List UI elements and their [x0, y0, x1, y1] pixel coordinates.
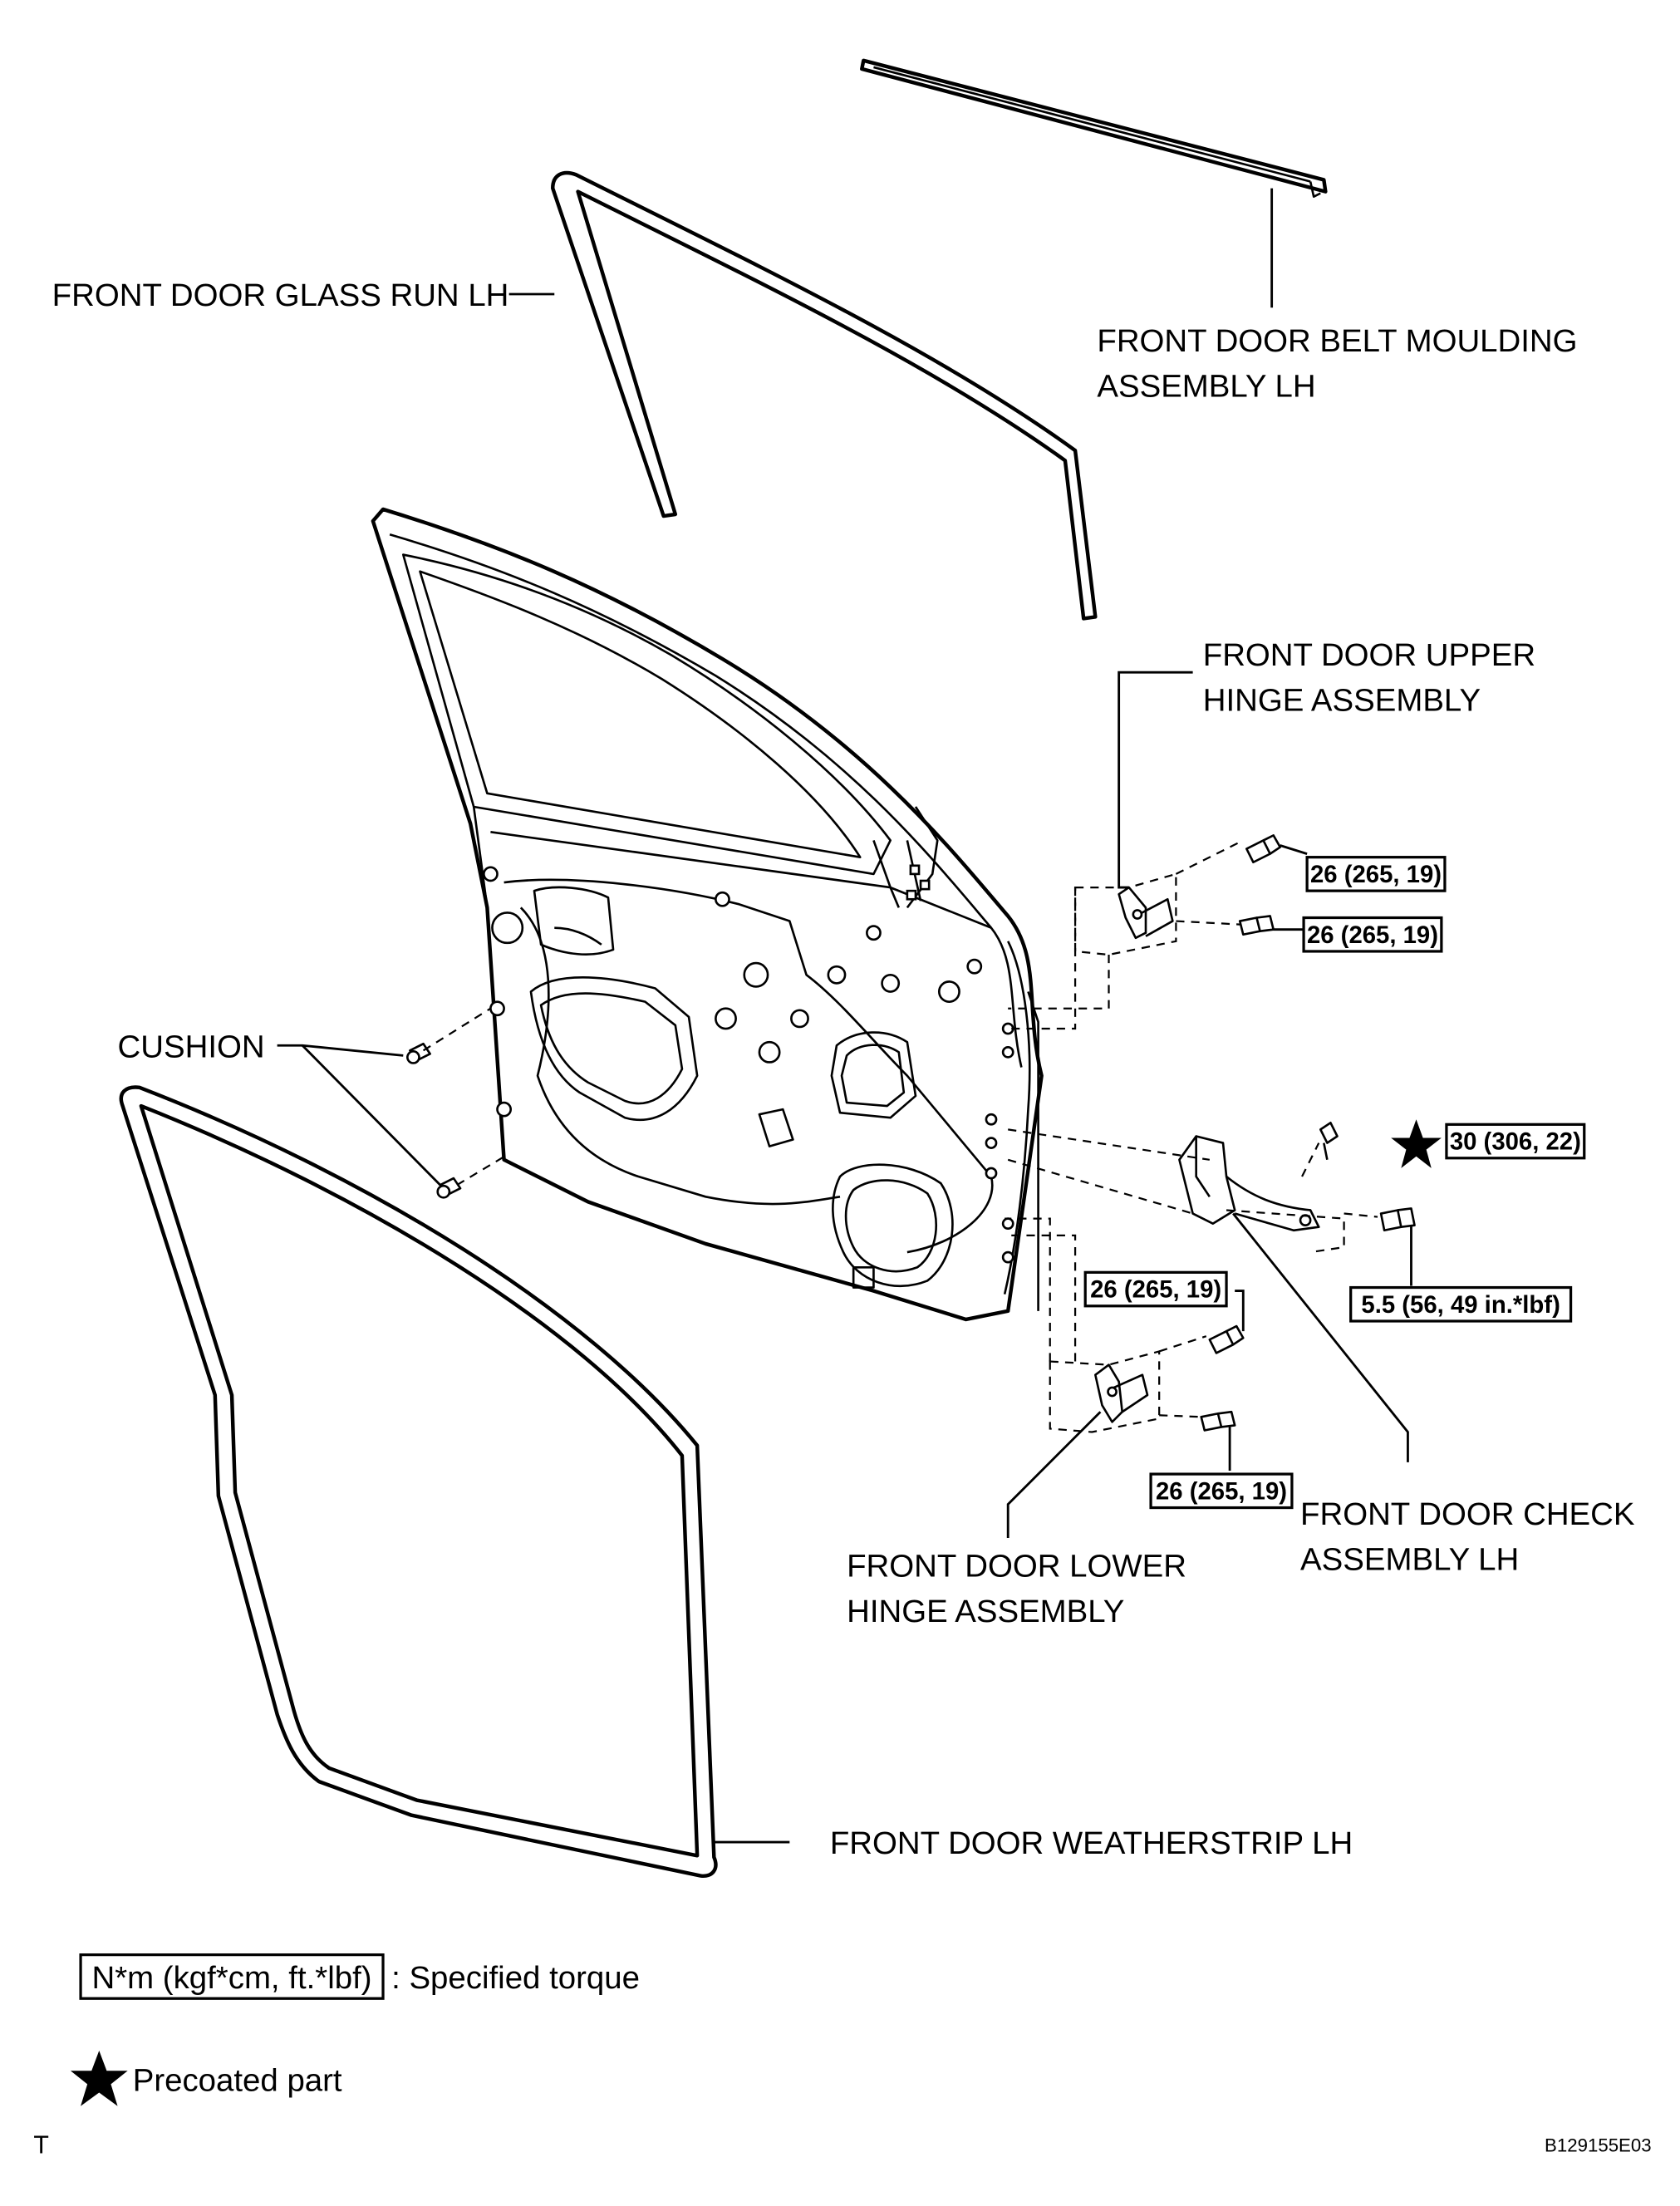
torque-spec-upper-hinge-top: 26 (265, 19) [1305, 856, 1447, 892]
label-lower-hinge-line2: HINGE ASSEMBLY [847, 1594, 1124, 1629]
star-icon [1391, 1119, 1442, 1168]
lower-hinge-part [1005, 1217, 1245, 1538]
label-cushion: CUSHION [118, 1029, 265, 1064]
glass-run-part [508, 170, 1098, 621]
label-belt-moulding-line2: ASSEMBLY LH [1097, 368, 1315, 404]
corner-letter: T [33, 2131, 49, 2159]
torque-value: 26 (265, 19) [1156, 1477, 1287, 1505]
part-labels: FRONT DOOR BELT MOULDING ASSEMBLY LH FRO… [52, 278, 1635, 1861]
label-door-check-line1: FRONT DOOR CHECK [1300, 1496, 1635, 1532]
legend-torque-box-text: N*m (kgf*cm, ft.*lbf) [91, 1960, 371, 1996]
door-check-part [1007, 1121, 1416, 1462]
star-icon [70, 2050, 128, 2106]
torque-value: 26 (265, 19) [1090, 1276, 1221, 1304]
torque-value: 5.5 (56, 49 in.*lbf) [1361, 1291, 1560, 1319]
torque-value: 26 (265, 19) [1307, 921, 1438, 949]
torque-spec-lower-hinge-bottom: 26 (265, 19) [1149, 1472, 1294, 1510]
label-upper-hinge-line2: HINGE ASSEMBLY [1203, 683, 1481, 719]
label-upper-hinge-line1: FRONT DOOR UPPER [1203, 637, 1535, 673]
torque-spec-check-small: 5.5 (56, 49 in.*lbf) [1349, 1285, 1573, 1323]
torque-spec-lower-hinge-top: 26 (265, 19) [1083, 1270, 1228, 1308]
weatherstrip-part [119, 1085, 790, 1878]
label-glass-run: FRONT DOOR GLASS RUN LH [52, 278, 509, 313]
torque-value: 30 (306, 22) [1450, 1128, 1581, 1156]
door-panel-part [371, 507, 1044, 1322]
belt-moulding-part [860, 58, 1328, 308]
label-lower-hinge-line1: FRONT DOOR LOWER [847, 1548, 1186, 1584]
label-door-check-line2: ASSEMBLY LH [1300, 1541, 1519, 1577]
footer: T B129155E03 [33, 2131, 1651, 2159]
upper-hinge-part [1008, 671, 1308, 1030]
cushion-parts [277, 1007, 508, 1199]
label-weatherstrip: FRONT DOOR WEATHERSTRIP LH [830, 1825, 1353, 1861]
legend: N*m (kgf*cm, ft.*lbf) : Specified torque… [70, 1953, 640, 2106]
torque-spec-check-precoated: 30 (306, 22) [1391, 1119, 1586, 1168]
legend-torque-text: : Specified torque [391, 1960, 640, 1996]
label-belt-moulding-line1: FRONT DOOR BELT MOULDING [1097, 323, 1577, 359]
torque-value: 26 (265, 19) [1310, 861, 1442, 888]
torque-spec-upper-hinge-bottom: 26 (265, 19) [1302, 916, 1443, 953]
legend-precoated-text: Precoated part [133, 2062, 342, 2098]
figure-code: B129155E03 [1545, 2135, 1652, 2155]
